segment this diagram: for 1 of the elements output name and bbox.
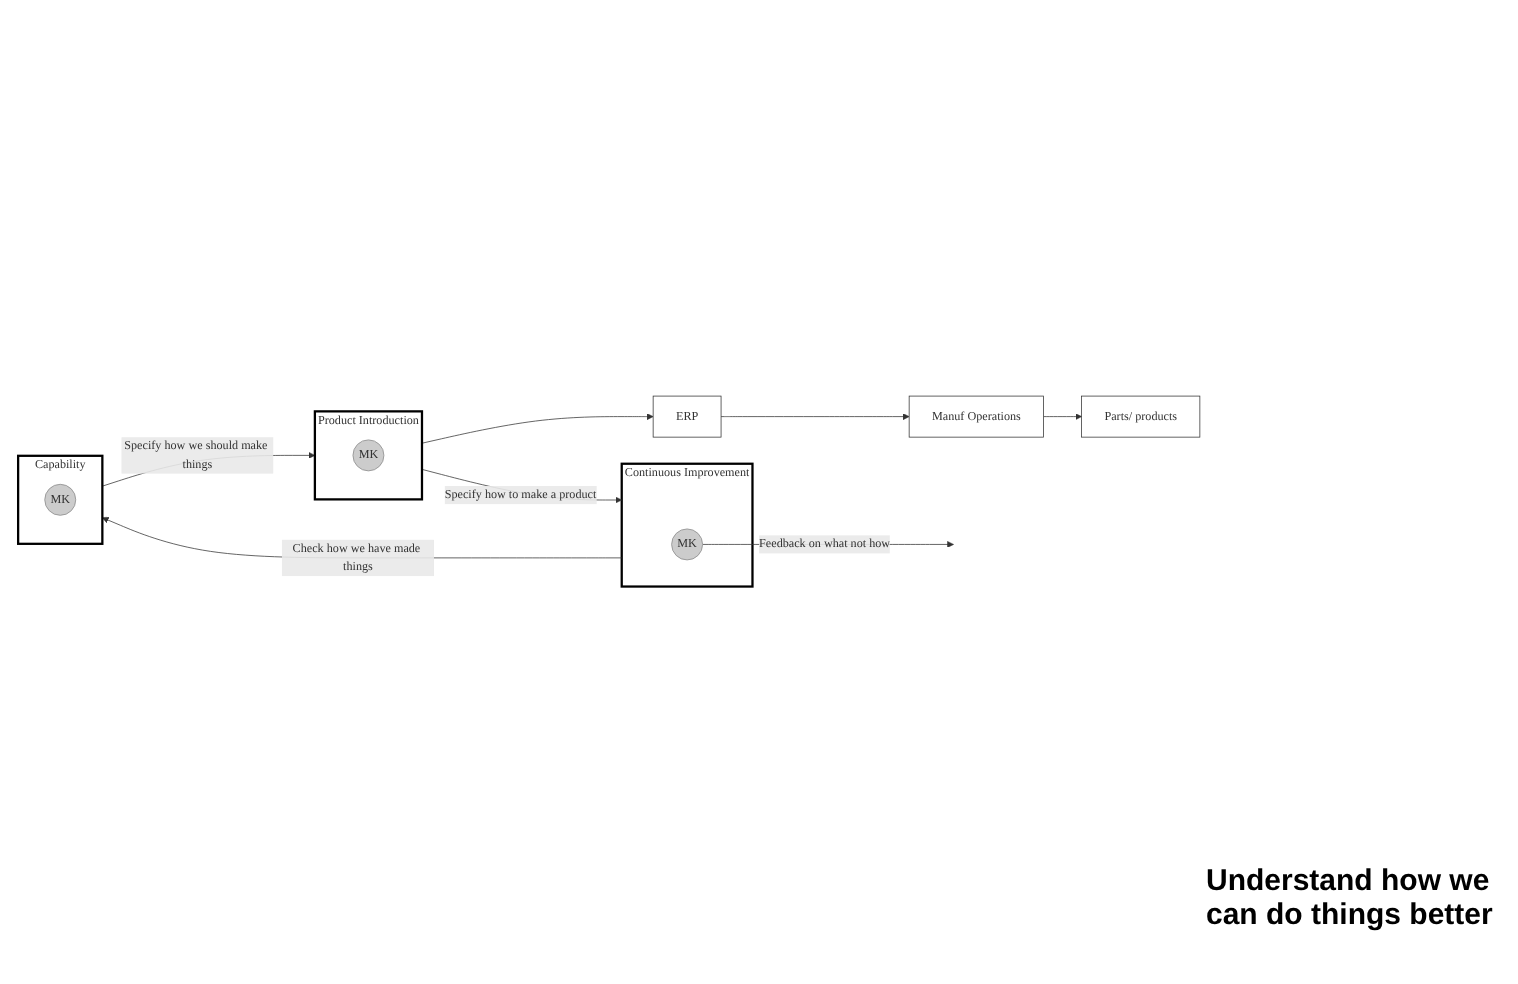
note-text: Understand how we can do things better (1206, 864, 1495, 932)
